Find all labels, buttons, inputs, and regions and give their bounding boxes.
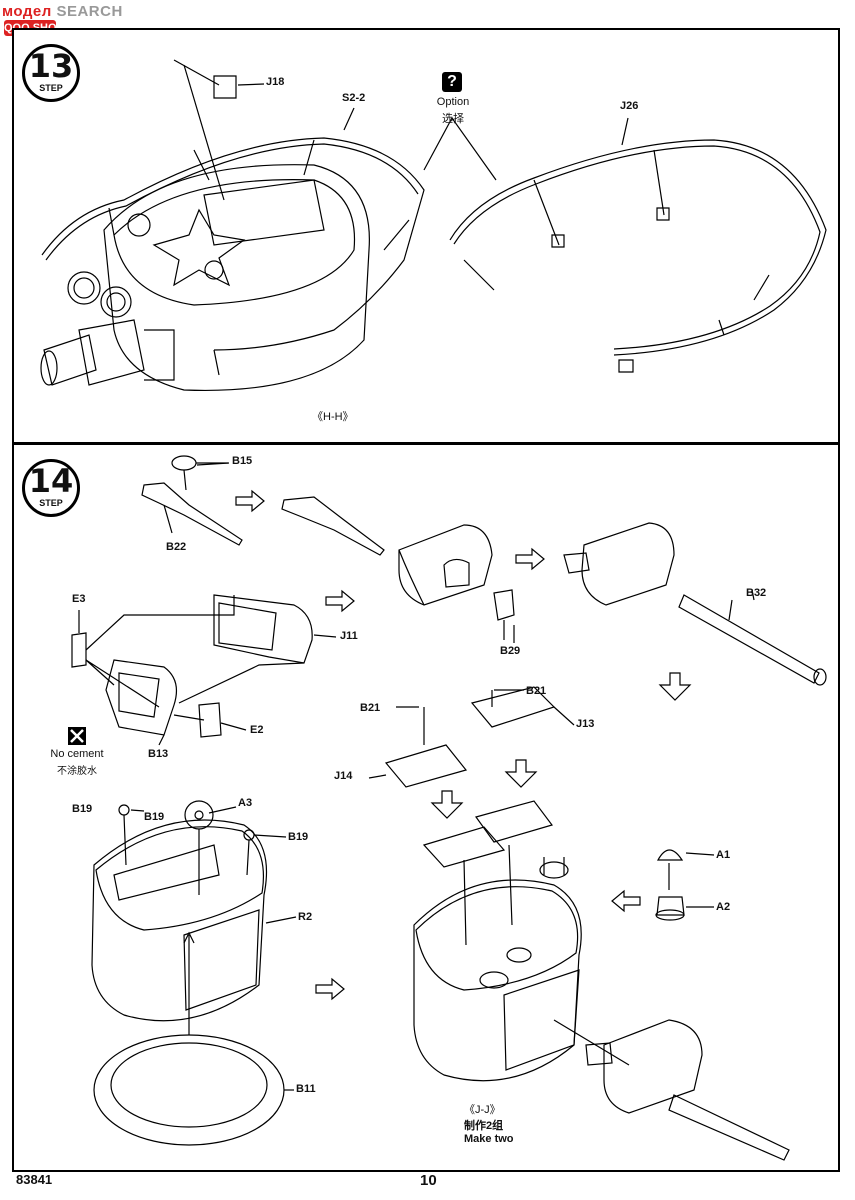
step-13-panel: 13 STEP J18 (12, 28, 840, 444)
step-14-caption: 《J-J》 (464, 1104, 501, 1116)
watermark-logo: модел SEARCH (2, 3, 123, 20)
part-label-j26: J26 (620, 100, 639, 112)
step-13-caption: 《H-H》 (312, 411, 354, 423)
part-label-e3: E3 (72, 593, 86, 605)
step-13-drawing (14, 30, 842, 446)
part-label-j11: J11 (340, 630, 358, 642)
part-label-a3: A3 (238, 797, 253, 809)
kit-number: 83841 (16, 1172, 53, 1187)
page-number: 10 (420, 1172, 437, 1189)
part-label-e2: E2 (250, 724, 264, 736)
step-14-number: 14 (28, 462, 74, 500)
part-label-r2: R2 (298, 911, 313, 923)
part-label-b29: B29 (500, 645, 521, 657)
part-label-b21-left: B21 (360, 702, 381, 714)
part-label-b13: B13 (148, 748, 169, 760)
part-label-a2: A2 (716, 901, 731, 913)
watermark-part-a: модел (2, 3, 52, 20)
option-label-en: Option (436, 96, 470, 108)
no-cement-label-en: No cement (50, 748, 104, 760)
part-label-j13: J13 (576, 718, 595, 730)
part-label-j18: J18 (266, 76, 285, 88)
step-13-number: 13 (28, 47, 74, 85)
part-label-j14: J14 (334, 770, 353, 782)
step-13-label: STEP (39, 83, 63, 93)
step-14-badge: 14 STEP (22, 459, 80, 517)
no-cement-label-cn: 不涂胶水 (57, 766, 97, 777)
step-14-label: STEP (39, 498, 63, 508)
watermark-part-b: SEARCH (56, 3, 123, 20)
make-two-label-en: Make two (464, 1133, 514, 1145)
part-label-b21-top: B21 (526, 685, 547, 697)
step-14-drawing (14, 445, 842, 1174)
make-two-label-cn: 制作2组 (464, 1120, 504, 1132)
no-cement-icon (68, 727, 86, 745)
part-label-b32: B32 (746, 587, 767, 599)
part-label-b19-left: B19 (72, 803, 93, 815)
part-label-b19-mid: B19 (144, 811, 165, 823)
part-label-b11: B11 (296, 1083, 316, 1095)
part-label-b15: B15 (232, 455, 253, 467)
step-14-panel: 14 STEP (12, 443, 840, 1172)
option-question-icon: ? (442, 72, 462, 92)
part-label-b22: B22 (166, 541, 187, 553)
part-label-a1: A1 (716, 849, 731, 861)
part-label-s2-2: S2-2 (342, 92, 366, 104)
option-label-cn: 选择 (442, 113, 464, 125)
step-13-badge: 13 STEP (22, 44, 80, 102)
part-label-b19-right: B19 (288, 831, 309, 843)
